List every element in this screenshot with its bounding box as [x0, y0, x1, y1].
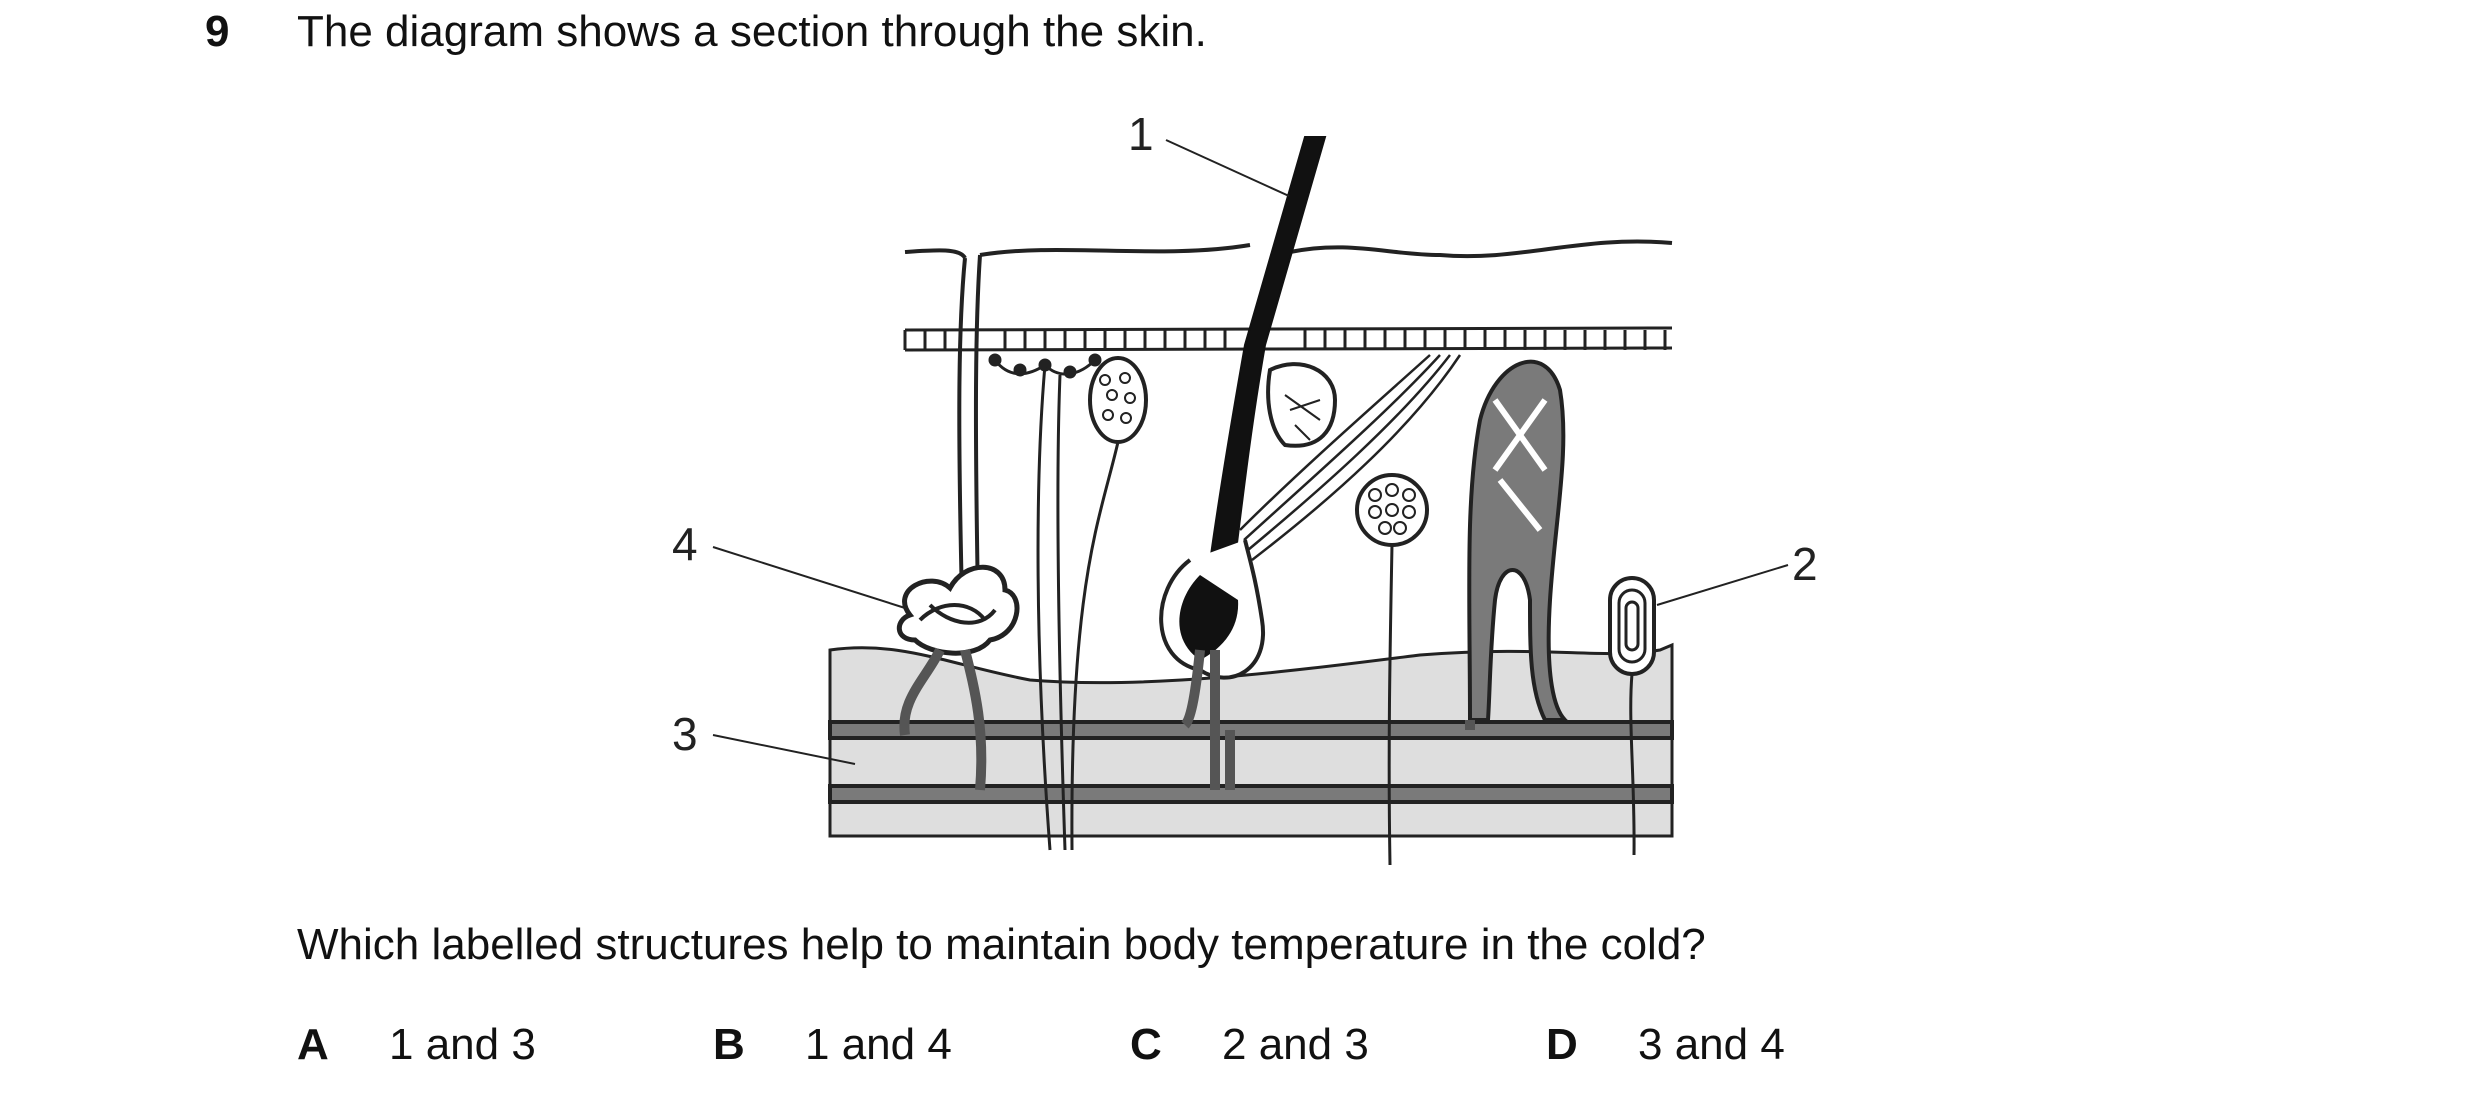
- label-4: 4: [672, 518, 698, 570]
- option-d[interactable]: D 3 and 4: [1546, 1015, 1785, 1075]
- sensory-receptor: [1355, 473, 1429, 866]
- option-text: 1 and 3: [389, 1020, 536, 1069]
- label-3: 3: [672, 708, 698, 760]
- option-a[interactable]: A 1 and 3: [297, 1015, 536, 1075]
- option-letter: B: [713, 1020, 745, 1069]
- label-1: 1: [1128, 108, 1154, 160]
- skin-surface: [904, 239, 1673, 260]
- capillary-loop: [1467, 359, 1570, 722]
- option-c[interactable]: C 2 and 3: [1130, 1015, 1369, 1075]
- label-2: 2: [1792, 538, 1818, 590]
- option-text: 3 and 4: [1638, 1020, 1785, 1069]
- option-b[interactable]: B 1 and 4: [713, 1015, 952, 1075]
- nerve-endings: [988, 353, 1102, 851]
- option-letter: A: [297, 1020, 329, 1069]
- sweat-duct: [957, 254, 982, 641]
- question-prompt: Which labelled structures help to mainta…: [297, 920, 1706, 969]
- pressure-receptor: [1608, 576, 1656, 856]
- sebaceous-gland: [1266, 362, 1338, 448]
- erector-muscle: [1239, 354, 1462, 561]
- question-number: 9: [205, 7, 230, 56]
- leader-lines: [712, 139, 1789, 765]
- option-letter: C: [1130, 1020, 1162, 1069]
- option-letter: D: [1546, 1020, 1578, 1069]
- blood-vessels: [828, 720, 1674, 804]
- epidermis-basal-layer: [903, 326, 1673, 352]
- touch-receptor: [1070, 356, 1148, 851]
- question-stem: The diagram shows a section through the …: [297, 7, 1207, 56]
- option-text: 1 and 4: [805, 1020, 952, 1069]
- option-text: 2 and 3: [1222, 1020, 1369, 1069]
- vessel-branches: [1225, 720, 1475, 790]
- sweat-gland: [896, 564, 1020, 791]
- hair: [1159, 136, 1327, 790]
- skin-section-diagram: 1 2 3 4: [672, 108, 1818, 866]
